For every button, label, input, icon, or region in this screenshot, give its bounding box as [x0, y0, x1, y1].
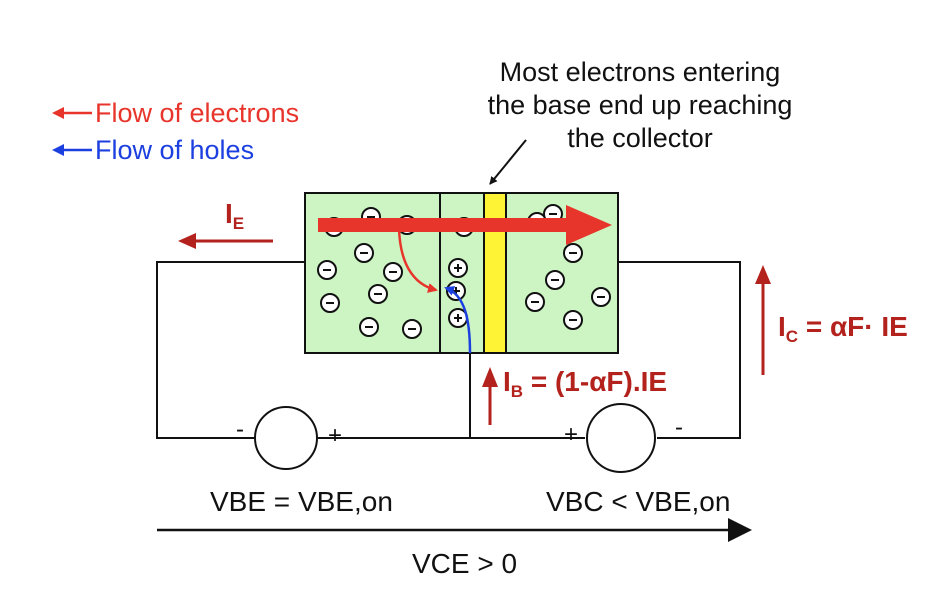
vbe-label: VBE = VBE,on: [210, 486, 393, 517]
annotation-line-1: Most electrons entering: [499, 57, 781, 87]
annotation-pointer: [489, 139, 527, 185]
electron: [320, 293, 340, 313]
electron: [354, 243, 374, 263]
vce-label: VCE > 0: [412, 548, 518, 579]
electron: [317, 260, 337, 280]
circuit-wires: [156, 261, 741, 439]
holes: [446, 258, 468, 328]
vbe-minus: -: [236, 416, 244, 443]
electron: [359, 317, 379, 337]
legend-holes-label: Flow of holes: [95, 135, 255, 165]
electron-flow-arrow: [318, 205, 612, 245]
vbc-label: VBC < VBE,on: [546, 486, 731, 517]
electron-recombination-arrow: [397, 227, 438, 293]
ib-label: IB = (1-αF).IE: [503, 366, 668, 401]
ib-sub: B: [510, 382, 524, 401]
legend-electrons-label: Flow of electrons: [95, 98, 300, 128]
ie-sub: E: [232, 214, 245, 233]
legend-hole-arrow: [52, 144, 92, 156]
annotation-line-3: the collector: [567, 123, 713, 153]
hole: [448, 258, 468, 278]
ic-main: I: [778, 311, 786, 342]
vbc-minus: -: [675, 414, 683, 441]
electron: [402, 319, 422, 339]
vce-arrow: [157, 518, 752, 542]
ic-rest: = αF· IE: [798, 311, 908, 342]
vbc-plus: +: [564, 421, 579, 448]
hole-recombination-arrow: [444, 286, 472, 354]
ib-main: I: [503, 366, 511, 397]
electron: [368, 284, 388, 304]
annotation-line-2: the base end up reaching: [487, 90, 793, 120]
electron: [591, 287, 611, 307]
ib-arrow: [482, 367, 498, 425]
legend-electron-arrow: [52, 107, 92, 119]
electron: [525, 292, 545, 312]
electron: [563, 310, 583, 330]
electron: [563, 243, 583, 263]
ie-main: I: [225, 198, 233, 229]
vbe-plus: +: [328, 422, 343, 449]
annotation-text: Most electrons entering the base end up …: [420, 56, 860, 155]
ie-arrow: [178, 233, 273, 249]
ic-arrow: [755, 265, 771, 375]
hole: [448, 308, 468, 328]
ie-label: IE: [225, 198, 245, 233]
base-strip: [483, 192, 507, 354]
electron: [383, 262, 403, 282]
vbc-source: [586, 403, 656, 473]
ic-sub: C: [785, 327, 799, 346]
vbe-source: [254, 406, 318, 470]
ib-rest: = (1-αF).IE: [523, 366, 668, 397]
electron: [545, 270, 565, 290]
ic-label: IC = αF· IE: [778, 311, 908, 346]
